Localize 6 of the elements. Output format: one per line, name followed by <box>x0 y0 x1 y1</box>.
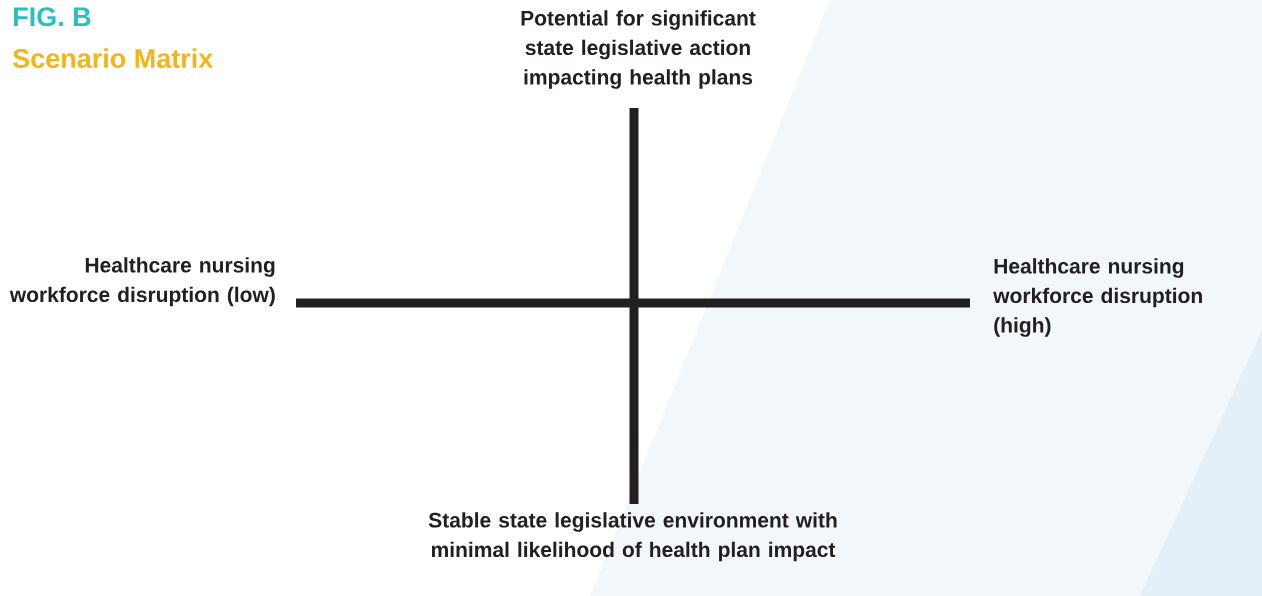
title: Scenario Matrix <box>13 48 214 69</box>
axis-label: Healthcare nursing workforce disruption (low) <box>9 257 275 307</box>
figure-number: FIG. B <box>14 7 91 27</box>
axis-label: Healthcare nursing workforce disruption (high) <box>993 258 1202 337</box>
axis-label: Stable state legislative environment with minimal likelihood of health plan impact <box>428 512 837 562</box>
axis-label: Potential for significant state legislative action impacting health plans <box>521 10 756 89</box>
